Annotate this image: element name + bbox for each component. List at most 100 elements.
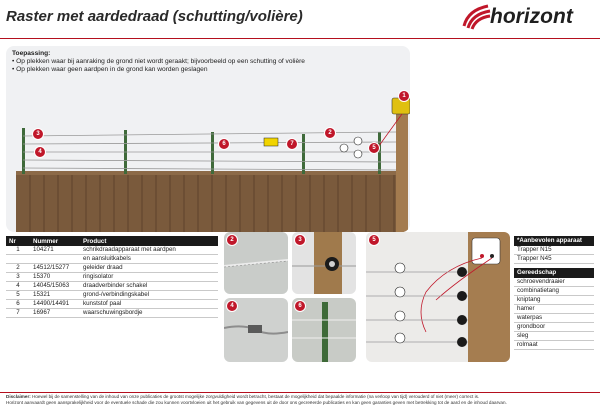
brand-name: horizont xyxy=(490,5,573,28)
table-row: en aansluitkabels xyxy=(6,254,218,264)
lightning-symbol-icon xyxy=(394,286,406,298)
cell-nr: 5 xyxy=(6,290,30,300)
conductor-wire xyxy=(22,131,397,137)
detail-photo-wire: 2 xyxy=(224,232,288,294)
lightning-symbol-icon xyxy=(353,149,363,159)
conductor-wire xyxy=(22,167,397,171)
page-title: Raster met aardedraad (schutting/volière… xyxy=(6,8,303,25)
cell-nummer: 16967 xyxy=(30,308,80,318)
disclaimer-text: Hoewel bij de samenstelling van de inhou… xyxy=(32,394,480,399)
cell-product: geleider draad xyxy=(80,263,218,273)
photo-marker: 3 xyxy=(294,234,306,246)
detail-photo-connector: 4 xyxy=(224,298,288,362)
warning-sign xyxy=(263,137,279,147)
cell-product: grond-/verbindingskabel xyxy=(80,290,218,300)
table-header-row: Nr Nummer Product xyxy=(6,236,218,246)
usage-block: Toepassing: • Op plekken waar bij aanrak… xyxy=(12,50,305,75)
recommended-item: Trapper N45 xyxy=(514,255,594,264)
plastic-post xyxy=(22,128,25,174)
ground-symbol-icon xyxy=(394,310,406,322)
lightning-symbol-icon xyxy=(353,136,363,146)
cell-nr: 2 xyxy=(6,263,30,273)
scene-marker-3: 3 xyxy=(32,128,44,140)
photo-marker: 6 xyxy=(294,300,306,312)
disclaimer: Disclaimer: Hoewel bij de samenstelling … xyxy=(6,394,594,406)
cell-product: schrikdraadapparaat met aardpen xyxy=(80,246,218,255)
cell-product: kunststof paal xyxy=(80,299,218,309)
table-header-nr: Nr xyxy=(6,236,30,246)
cell-product: ringisolator xyxy=(80,272,218,282)
scene-marker-2: 2 xyxy=(324,127,336,139)
plastic-post xyxy=(211,132,214,174)
cell-nr: 4 xyxy=(6,281,30,291)
cell-product: en aansluitkabels xyxy=(80,254,218,264)
usage-bullet: • Op plekken waar bij aanraking de grond… xyxy=(12,58,305,66)
scene-panel: Toepassing: • Op plekken waar bij aanrak… xyxy=(6,46,410,232)
tool-item: sleg xyxy=(514,332,594,341)
cell-nr: 3 xyxy=(6,272,30,282)
detail-photo-plastic-post: 6 xyxy=(292,298,356,362)
cell-nummer: 14490/14491 xyxy=(30,299,80,309)
conductor-wire xyxy=(22,159,397,163)
usage-bullet: • Op plekken waar geen aardpen in de gro… xyxy=(12,66,208,74)
tool-item: rolmaat xyxy=(514,341,594,350)
photo-marker: 5 xyxy=(368,234,380,246)
header-divider xyxy=(0,38,600,39)
cell-nr: 1 xyxy=(6,246,30,255)
footer-divider xyxy=(0,392,600,393)
cell-nummer: 14512/15277 xyxy=(30,263,80,273)
disclaimer-label: Disclaimer: xyxy=(6,394,31,399)
plastic-post xyxy=(378,132,381,174)
lightning-symbol-icon xyxy=(394,332,406,344)
cell-nr: 7 xyxy=(6,308,30,318)
scene-marker-5: 5 xyxy=(368,142,380,154)
cell-product: draadverbinder schakel xyxy=(80,281,218,291)
wooden-post xyxy=(396,104,408,232)
tools-list: Gereedschap schroevendraaier combinatiet… xyxy=(514,268,594,350)
cell-nr: 6 xyxy=(6,299,30,309)
tools-heading: Gereedschap xyxy=(514,268,594,278)
detail-photo-insulator: 3 xyxy=(292,232,356,294)
scene-marker-6: 6 xyxy=(218,138,230,150)
cell-nummer: 15321 xyxy=(30,290,80,300)
plastic-post xyxy=(302,134,305,174)
scene-marker-4: 4 xyxy=(34,146,46,158)
ground-symbol-icon xyxy=(394,262,406,274)
detail-photo-grounding: 5 xyxy=(366,232,510,362)
photo-marker: 2 xyxy=(226,234,238,246)
recommended-list: *Aanbevolen apparaat Trapper N15 Trapper… xyxy=(514,236,594,264)
table-header-product: Product xyxy=(80,236,218,246)
tool-item: kniptang xyxy=(514,296,594,305)
horizont-swoosh-icon xyxy=(462,4,491,30)
tool-item: combinatietang xyxy=(514,287,594,296)
cell-nr xyxy=(6,254,30,264)
brand-logo: horizont xyxy=(462,2,594,32)
recommended-heading: *Aanbevolen apparaat xyxy=(514,236,594,246)
conductor-wire xyxy=(22,141,397,145)
scene-marker-1: 1 xyxy=(398,90,410,102)
tool-item: grondboor xyxy=(514,323,594,332)
cell-nummer xyxy=(30,254,80,264)
photo-marker: 4 xyxy=(226,300,238,312)
tool-item: hamer xyxy=(514,305,594,314)
tool-item: schroevendraaier xyxy=(514,278,594,287)
cell-nummer: 14045/15063 xyxy=(30,281,80,291)
ground-symbol-icon xyxy=(339,143,349,153)
usage-heading: Toepassing: xyxy=(12,50,51,57)
tool-item: waterpas xyxy=(514,314,594,323)
disclaimer-text: Horizont aanvaardt geen aansprakelijkhei… xyxy=(6,400,507,405)
recommended-item: Trapper N15 xyxy=(514,246,594,255)
cell-nummer: 15370 xyxy=(30,272,80,282)
fence-illustration xyxy=(16,97,410,232)
cell-nummer: 104271 xyxy=(30,246,80,255)
cell-product: waarschuwingsbordje xyxy=(80,308,218,318)
table-header-nummer: Nummer xyxy=(30,236,80,246)
